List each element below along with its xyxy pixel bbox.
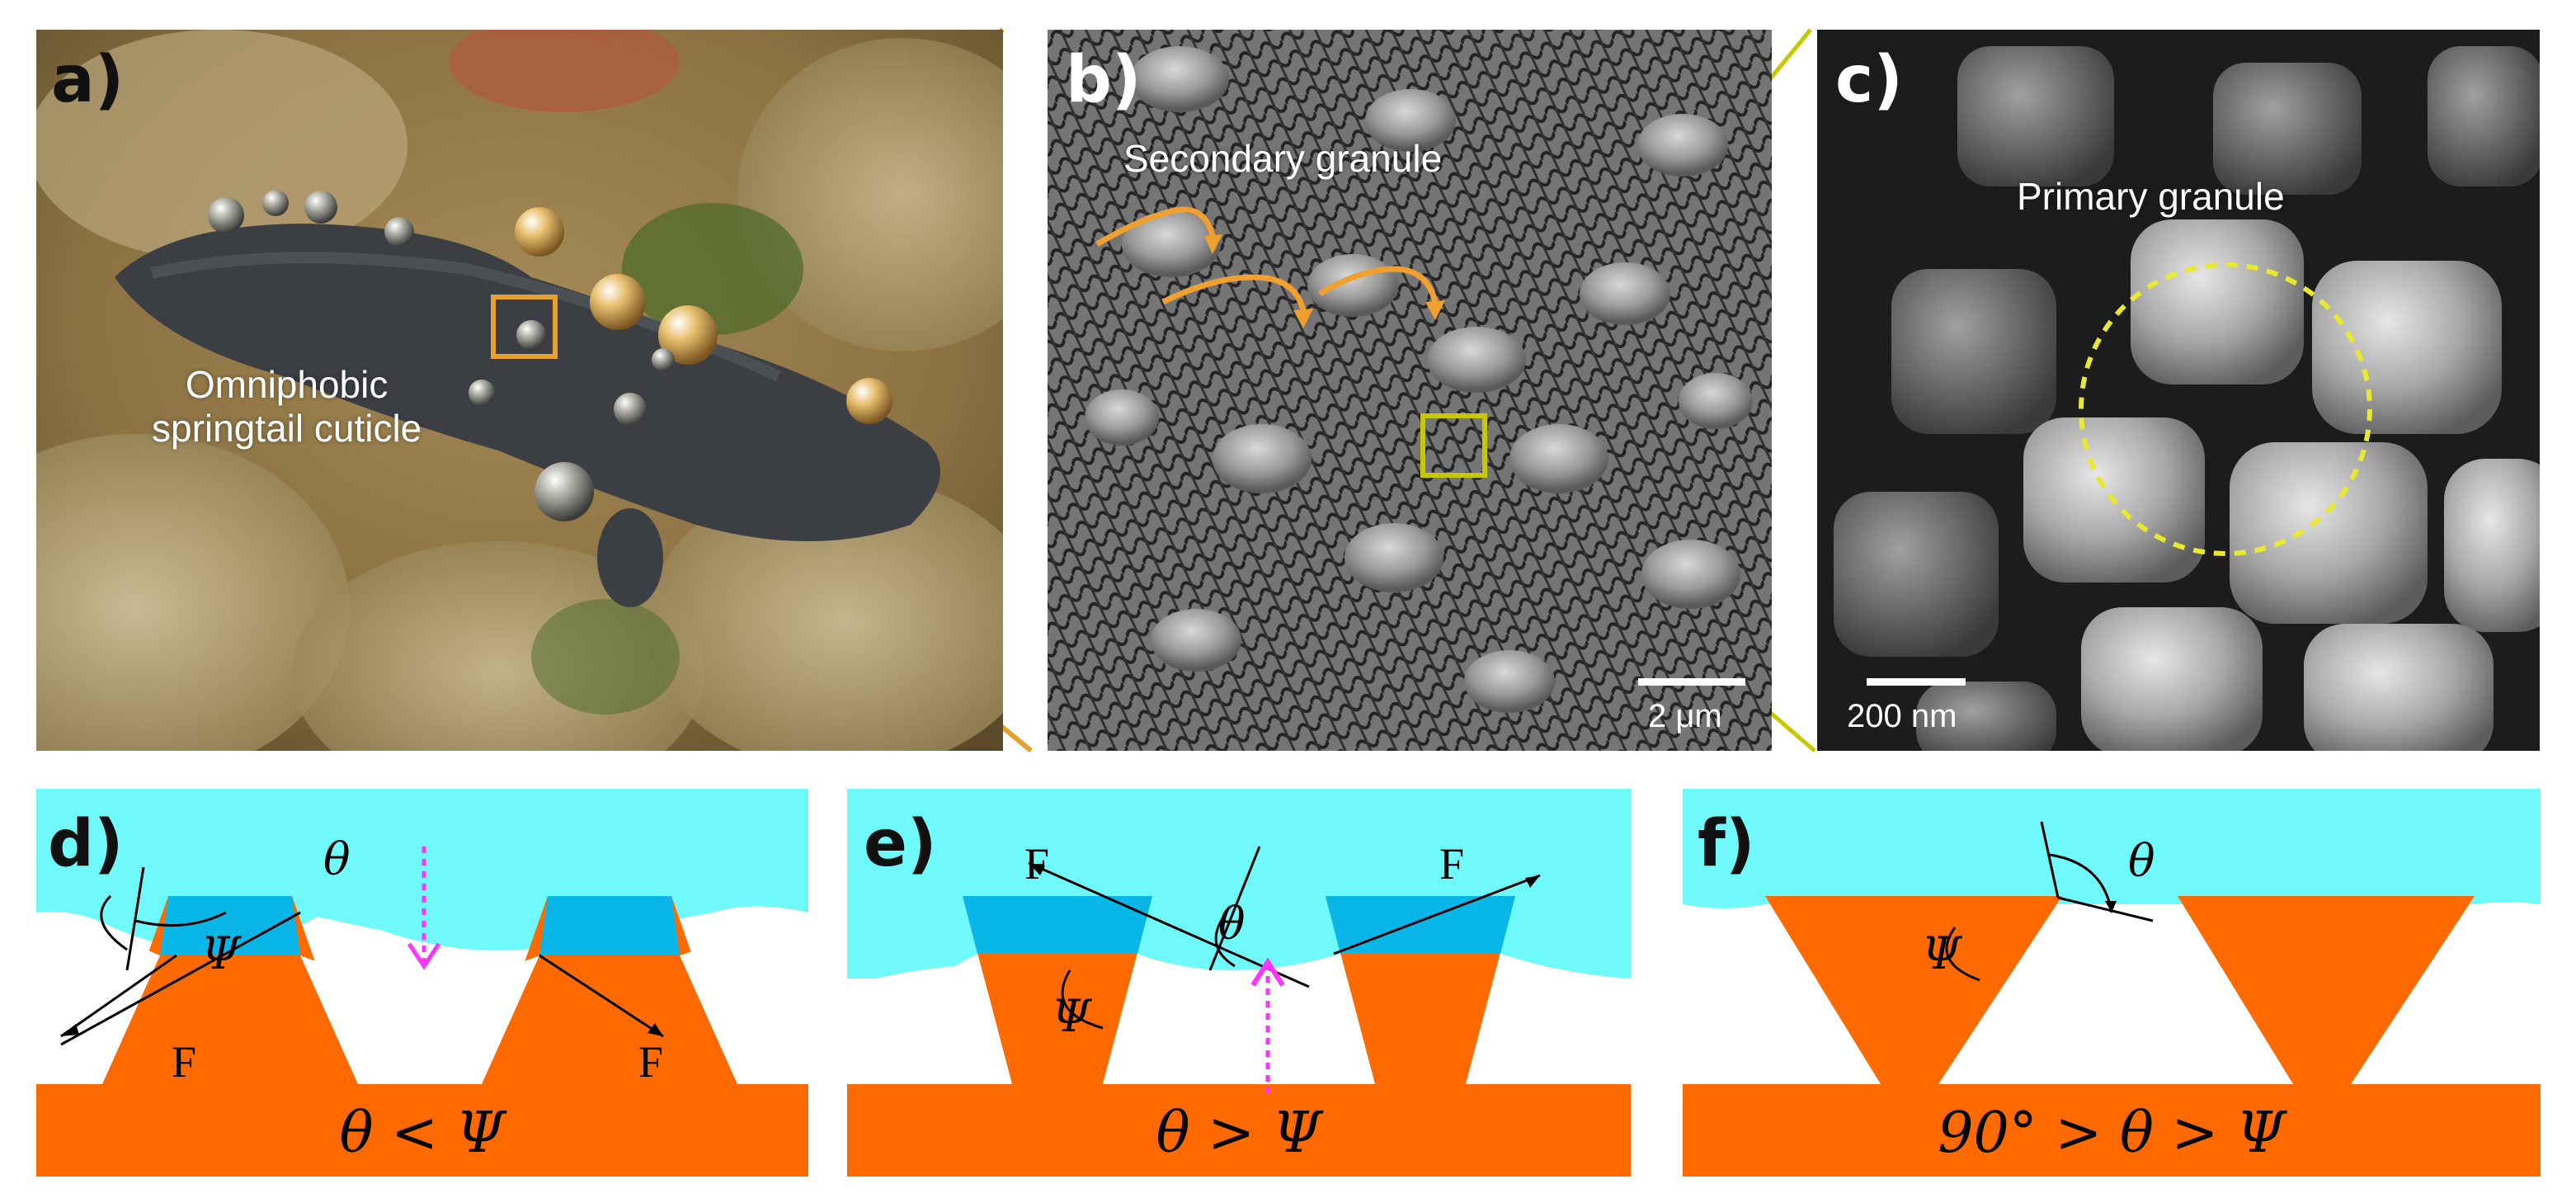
panel-e-force-right: F <box>1439 839 1465 889</box>
panel-e-diagram: e) F F θ Ψ θ > Ψ <box>847 789 1631 1177</box>
panel-a-caption: Omniphobic springtail cuticle <box>152 363 421 450</box>
panel-d-condition: θ < Ψ <box>339 1101 506 1166</box>
caption-line-1: Omniphobic <box>185 363 389 406</box>
panel-e-theta: θ <box>1218 898 1246 950</box>
panel-f-theta: θ <box>2128 835 2155 887</box>
caption-line-2: springtail cuticle <box>152 406 422 450</box>
panel-d-label: d) <box>48 807 124 881</box>
panel-c-scale-bar <box>1867 678 1966 686</box>
wetting-diagram-f <box>1683 789 2541 1177</box>
panel-b-label: b) <box>1066 43 1142 117</box>
panel-f-psi: Ψ <box>1922 927 1961 979</box>
panel-b-scale-bar <box>1638 678 1745 686</box>
panel-c-label: c) <box>1835 43 1903 117</box>
panel-f-condition: 90° > θ > Ψ <box>1938 1101 2286 1166</box>
secondary-granule-micrograph <box>1048 30 1772 751</box>
wetting-diagram-d <box>36 789 808 1177</box>
panel-f-label: f) <box>1698 807 1755 881</box>
primary-granule-micrograph <box>1817 30 2540 751</box>
panel-b-caption: Secondary granule <box>1123 137 1443 180</box>
panel-d-force-right: F <box>638 1037 664 1087</box>
wave-arrows <box>1095 206 1439 311</box>
zoom-box-b <box>1420 413 1487 478</box>
panel-c-caption: Primary granule <box>2017 175 2285 218</box>
panel-d-psi: Ψ <box>201 927 241 979</box>
zoom-box-a <box>491 295 558 359</box>
panel-e-psi: Ψ <box>1052 990 1091 1042</box>
panel-c-scale-label: 200 nm <box>1847 698 1957 734</box>
panel-b-scale-label: 2 μm <box>1648 698 1722 734</box>
panel-d-theta: θ <box>323 833 351 885</box>
panel-f-diagram: f) θ Ψ 90° > θ > Ψ <box>1683 789 2541 1177</box>
wetting-diagram-e <box>847 789 1631 1177</box>
panel-c-sem: c) Primary granule 200 nm <box>1817 30 2540 751</box>
primary-granule-highlight <box>2079 262 2372 556</box>
springtail-photo <box>36 30 1003 751</box>
panel-e-condition: θ > Ψ <box>1156 1101 1322 1166</box>
panel-b-sem: b) Secondary granule 2 μm <box>1048 30 1772 751</box>
panel-a-photo: a) Omniphobic springtail cuticle <box>36 30 1003 751</box>
panel-a-label: a) <box>51 43 125 117</box>
panel-d-force-left: F <box>172 1037 197 1087</box>
panel-e-force-left: F <box>1024 839 1050 889</box>
panel-e-label: e) <box>864 807 937 881</box>
panel-d-diagram: d) θ Ψ F F θ < Ψ <box>36 789 808 1177</box>
